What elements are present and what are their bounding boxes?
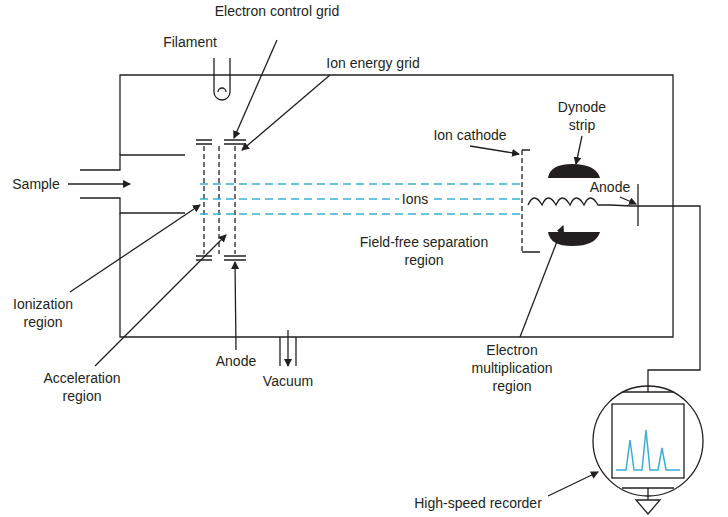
part-label: Anode <box>216 352 256 370</box>
part-label: Electron multiplication region <box>460 341 565 395</box>
leader-lines <box>70 40 636 496</box>
recorder-symbol <box>593 386 703 496</box>
recorder-screen <box>612 404 684 478</box>
part-label: Vacuum <box>263 372 313 390</box>
recorder-trace <box>616 430 680 470</box>
sample-arrow <box>68 183 130 184</box>
part-label: Ionization region <box>3 295 83 331</box>
filament-symbol <box>214 58 230 100</box>
part-label: Ion energy grid <box>326 54 419 72</box>
electron-path <box>528 198 632 206</box>
part-label: Ions <box>399 190 431 208</box>
anode-wire <box>632 184 700 392</box>
ion-beams <box>200 184 520 214</box>
grid-plates <box>196 140 246 260</box>
part-label: Anode <box>590 178 630 196</box>
dynode-strip-bottom <box>548 232 600 246</box>
part-label: Ion cathode <box>433 126 506 144</box>
part-label: Dynode strip <box>552 98 612 134</box>
part-label: Acceleration region <box>32 369 132 405</box>
part-label: Electron control grid <box>215 2 340 20</box>
vacuum-housing <box>120 75 673 337</box>
vacuum-arrow <box>287 330 288 366</box>
dynode-strip-top <box>548 164 600 178</box>
part-label: Field-free separation region <box>357 233 492 269</box>
part-label: Sample <box>12 175 59 193</box>
part-label: Filament <box>163 33 217 51</box>
ion-cathode <box>522 150 540 252</box>
part-label: High-speed recorder <box>414 494 542 512</box>
